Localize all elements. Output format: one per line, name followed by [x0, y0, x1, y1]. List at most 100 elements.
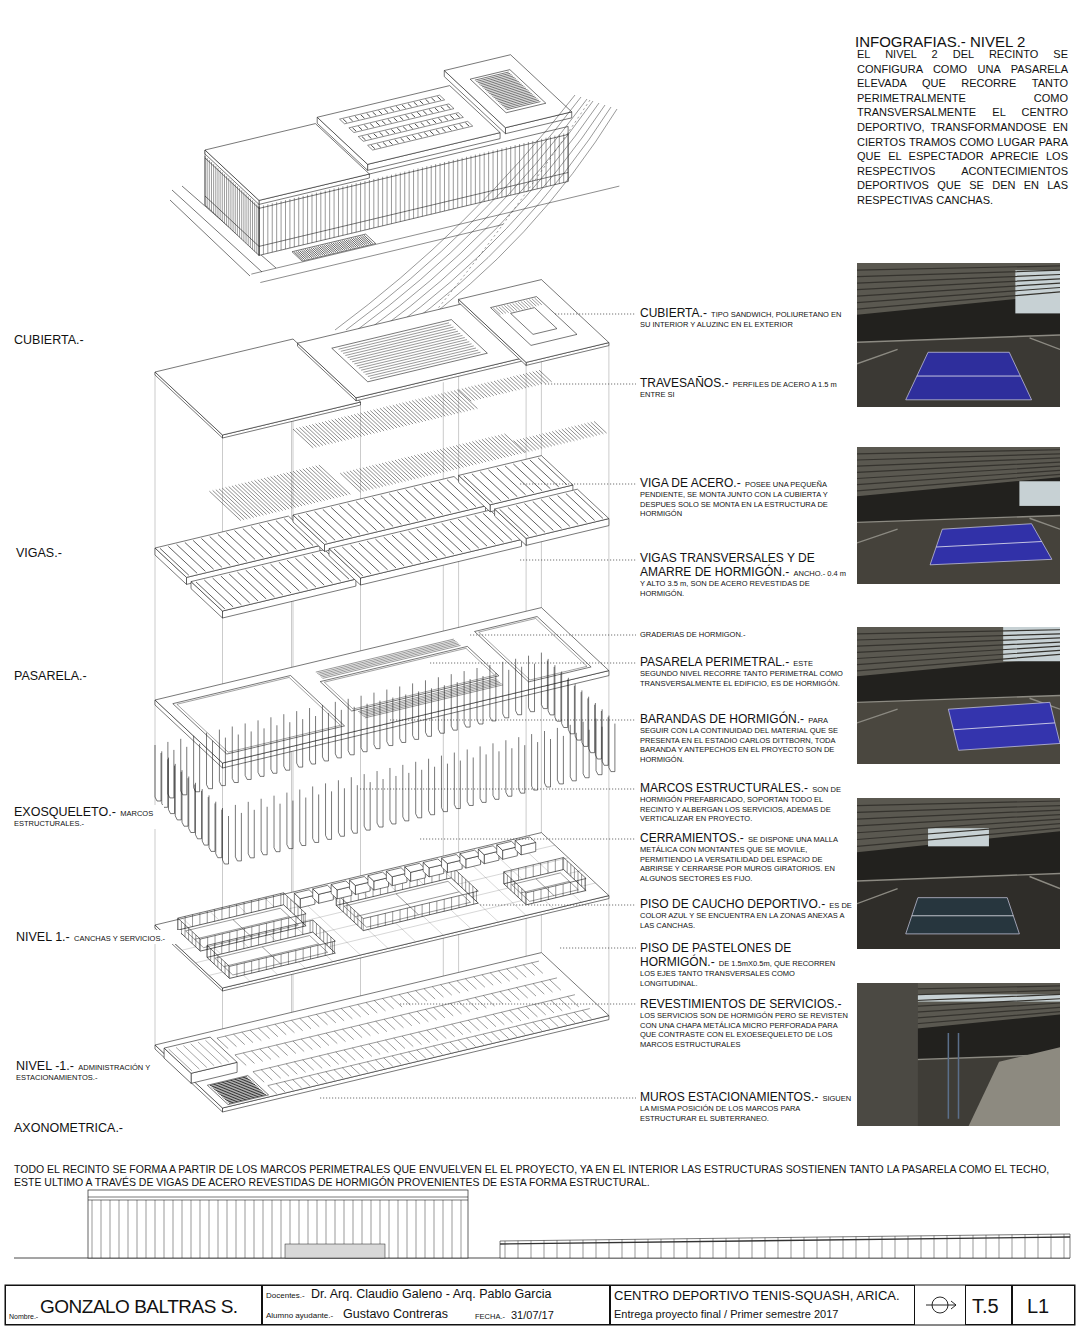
hatch	[169, 1040, 229, 1071]
frame-layer	[155, 653, 615, 864]
callout-heading: MARCOS ESTRUCTURALES.-	[640, 781, 808, 795]
title-block-text: GONZALO BALTRAS S.	[40, 1297, 238, 1318]
elevation-frames	[92, 1200, 461, 1258]
photo-court	[930, 524, 1052, 565]
hatch	[210, 1077, 266, 1103]
label-group: VIGAS TRANSVERSALES Y DE AMARRE DE HORMI…	[640, 551, 852, 598]
photo-rail	[948, 1033, 958, 1119]
photo-ground	[857, 798, 1060, 949]
outline	[350, 877, 371, 886]
layer-label: CUBIERTA.-	[14, 333, 84, 347]
photo-ground	[857, 627, 1060, 764]
label-group: EXOSQUELETO.-MARCOS ESTRUCTURALES.-	[14, 805, 164, 829]
outline	[191, 550, 356, 611]
render-photo	[857, 447, 1060, 584]
label-group: GRADERIAS DE HORMIGON.-	[640, 630, 852, 640]
elevation-building	[88, 1190, 468, 1258]
hatch	[475, 72, 541, 110]
label-group: MUROS ESTACIONAMIENTOS.-SIGUEN LA MISMA …	[640, 1090, 852, 1123]
outline	[173, 676, 345, 755]
callout-heading: VIGAS TRANSVERSALES Y DE AMARRE DE HORMI…	[640, 551, 815, 579]
leader-line	[400, 1004, 636, 1005]
stadium-track	[335, 95, 617, 330]
photo-court	[906, 898, 1020, 934]
photo-light	[1019, 481, 1060, 506]
callout-heading: PISO DE CAUCHO DEPORTIVO.-	[640, 897, 825, 911]
callout-heading: VIGA DE ACERO.-	[640, 476, 741, 490]
label-group: CUBIERTA.-	[14, 333, 84, 347]
outline	[478, 846, 499, 855]
outline	[459, 280, 609, 363]
name-cell: Nombre.-GONZALO BALTRAS S.	[5, 1285, 262, 1325]
hatch	[316, 639, 461, 678]
outline	[475, 617, 592, 682]
label-group: BARANDAS DE HORMIGÓN.-PARA SEGUIR CON LA…	[640, 712, 852, 764]
layer-label: PASARELA.-	[14, 669, 87, 683]
teachers-cell: Docentes.-Dr. Arq. Claudio Galeno - Arq.…	[262, 1285, 610, 1325]
outline	[294, 890, 315, 899]
elevation-bleachers	[285, 1244, 385, 1258]
leader-line	[420, 839, 636, 840]
project-cell: CENTRO DEPORTIVO TENIS-SQUASH, ARICA.Ent…	[610, 1285, 915, 1325]
track-lanes	[335, 95, 617, 330]
elevation	[14, 1190, 1070, 1258]
leader-lines	[320, 314, 636, 1098]
outline	[329, 510, 522, 578]
title-block-frame	[5, 1285, 1075, 1325]
outline	[178, 893, 306, 939]
hatch	[371, 123, 469, 149]
photo-ground	[857, 447, 1060, 584]
caption: TODO EL RECINTO SE FORMA A PARTIR DE LOS…	[14, 1163, 1069, 1189]
render-photo	[857, 983, 1060, 1126]
leader-line	[390, 720, 636, 721]
callout-heading: CERRAMIENTOS.-	[640, 831, 744, 845]
photo-ceiling	[857, 798, 1060, 852]
layer-sublabel: CANCHAS Y SERVICIOS.-	[74, 934, 165, 943]
stadium-canopy	[500, 1237, 1070, 1244]
outline	[405, 863, 426, 872]
callout-heading: MUROS ESTACIONAMIENTOS.-	[640, 1090, 818, 1104]
label-group: TRAVESAÑOS.-PERFILES DE ACERO A 1.5 m EN…	[640, 376, 852, 400]
outline	[155, 953, 609, 1108]
label-group: PASARELA PERIMETRAL.-ESTE SEGUNDO NIVEL …	[640, 655, 852, 688]
title-block-text: CENTRO DEPORTIVO TENIS-SQUASH, ARICA.	[614, 1289, 900, 1303]
outline	[442, 855, 463, 864]
hatch	[514, 421, 607, 452]
photo-net	[953, 723, 1055, 730]
photo-floor	[857, 516, 1060, 585]
photo-court	[948, 702, 1060, 750]
sheet-number-cell: L1	[1012, 1285, 1075, 1325]
structural-frames	[155, 653, 615, 864]
outline	[460, 850, 481, 859]
axis-lines	[155, 280, 609, 1108]
photo-ceiling	[857, 627, 1060, 676]
callout-heading: PASARELA PERIMETRAL.-	[640, 655, 789, 669]
outline	[207, 1076, 268, 1105]
outline	[207, 920, 335, 966]
label-group: NIVEL -1.-ADMINISTRACIÓN Y ESTACIONAMIEN…	[16, 1059, 156, 1083]
render-photo	[857, 798, 1060, 949]
callout-heading: BARANDAS DE HORMIGÓN.-	[640, 712, 804, 726]
leader-line	[555, 314, 636, 315]
callout-body: GRADERIAS DE HORMIGON.-	[640, 630, 745, 639]
leader-line	[545, 384, 636, 385]
court-fence	[336, 866, 476, 931]
building-axonometric	[170, 55, 619, 283]
photo-beams	[857, 450, 1060, 491]
outline	[479, 618, 587, 680]
leader-line	[520, 484, 636, 485]
leader-line	[480, 905, 636, 906]
label-group: EL NIVEL 2 DEL RECINTO SE CONFIGURA COMO…	[857, 47, 1068, 208]
callout-heading: REVESTIMIENTOS DE SERVICIOS.-	[640, 997, 842, 1011]
court-fence	[504, 858, 585, 905]
label-group: CUBIERTA.-TIPO SANDWICH, POLIURETANO EN …	[640, 306, 852, 330]
north-arrow	[926, 1301, 956, 1309]
photo-ramp	[969, 1047, 1060, 1126]
title-block-text: Dr. Arq. Claudio Galeno - Arq. Pablo Gar…	[311, 1288, 551, 1302]
hatch	[339, 323, 481, 379]
layer-label: VIGAS.-	[16, 546, 62, 560]
roof-layer	[155, 280, 609, 438]
label-group: AXONOMETRICA.-	[14, 1121, 123, 1135]
label-group: PISO DE PASTELONES DE HORMIGÓN.-DE 1.5mX…	[640, 941, 852, 988]
beam-layer	[155, 456, 609, 618]
